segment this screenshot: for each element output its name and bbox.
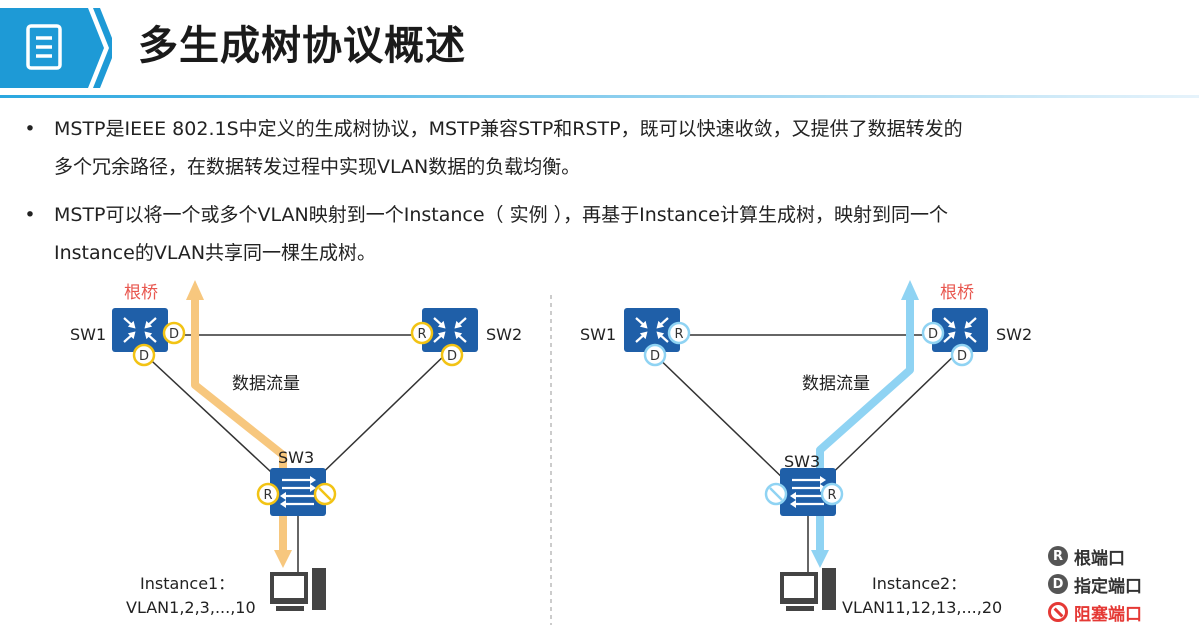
- designated-port-icon: D: [1048, 574, 1068, 594]
- legend-label: 阻塞端口: [1074, 604, 1142, 625]
- traffic-label: 数据流量: [802, 374, 870, 394]
- instance-label: Instance2：: [872, 574, 966, 593]
- legend-item: 阻塞端口: [1048, 598, 1142, 626]
- instance-label: Instance1：: [140, 574, 234, 593]
- document-list-icon: [0, 8, 112, 88]
- bullet-dot: •: [24, 118, 36, 140]
- bullet-line: MSTP可以将一个或多个VLAN映射到一个Instance（ 实例 ），再基于I…: [54, 204, 948, 226]
- legend-item: D 指定端口: [1048, 570, 1142, 598]
- bullet-list: • MSTP是IEEE 802.1S中定义的生成树协议，MSTP兼容STP和RS…: [20, 110, 1180, 282]
- right-traffic-arrow: [811, 280, 919, 568]
- switch-label: SW3: [278, 448, 314, 467]
- pc-icon: [780, 568, 836, 611]
- svg-text:D: D: [139, 349, 149, 364]
- link-sw2-sw3: [819, 349, 961, 486]
- switch-label: SW2: [996, 325, 1032, 344]
- svg-text:R: R: [827, 488, 836, 503]
- switch-label: SW1: [580, 325, 616, 344]
- vlan-list: VLAN11,12,13,...,20: [842, 598, 1002, 617]
- root-bridge-label: 根桥: [940, 283, 974, 303]
- root-port-badge: R: [410, 321, 434, 345]
- blocked-port-icon: [764, 482, 788, 506]
- bullet-line: 多个冗余路径，在数据转发过程中实现VLAN数据的负载均衡。: [54, 156, 581, 178]
- designated-port-badge: D: [132, 343, 156, 367]
- header-divider: [0, 95, 1199, 98]
- header: 多生成树协议概述: [0, 0, 1199, 100]
- switch-label: SW2: [486, 325, 522, 344]
- legend-item: R 根端口: [1048, 542, 1142, 570]
- bullet-line: MSTP是IEEE 802.1S中定义的生成树协议，MSTP兼容STP和RSTP…: [54, 118, 963, 140]
- blocked-port-icon: [313, 482, 337, 506]
- designated-port-badge: D: [921, 321, 945, 345]
- legend-label: 指定端口: [1074, 576, 1142, 597]
- root-bridge-label: 根桥: [124, 283, 158, 303]
- mstp-diagram: R D D D R 根桥 SW1 SW2 SW3 数据流量: [70, 280, 1032, 625]
- pc-icon: [270, 568, 326, 611]
- bullet-item: • MSTP是IEEE 802.1S中定义的生成树协议，MSTP兼容STP和RS…: [20, 110, 1180, 186]
- vlan-list: VLAN1,2,3,...,10: [126, 598, 256, 617]
- root-port-badge: R: [256, 482, 280, 506]
- link-sw1-sw3: [139, 349, 286, 486]
- legend: R 根端口 D 指定端口 阻塞端口: [1048, 542, 1142, 626]
- svg-text:D: D: [169, 327, 179, 342]
- svg-text:R: R: [417, 327, 426, 342]
- bullet-dot: •: [24, 204, 36, 226]
- switch-label: SW3: [784, 452, 820, 471]
- svg-text:D: D: [957, 349, 967, 364]
- bullet-item: • MSTP可以将一个或多个VLAN映射到一个Instance（ 实例 ），再基…: [20, 196, 1180, 272]
- root-port-badge: R: [667, 321, 691, 345]
- page-title: 多生成树协议概述: [138, 23, 466, 69]
- link-sw1-sw3: [649, 349, 791, 486]
- left-traffic-arrow: [186, 280, 292, 568]
- svg-text:D: D: [928, 327, 938, 342]
- left-topology: R D D D R 根桥 SW1 SW2 SW3 数据流量: [70, 280, 522, 617]
- svg-text:R: R: [263, 488, 272, 503]
- designated-port-badge: D: [950, 343, 974, 367]
- designated-port-badge: D: [440, 343, 464, 367]
- right-topology: R D D D R 根桥 SW1 SW2 SW3 数据流量: [580, 280, 1032, 617]
- svg-text:R: R: [674, 327, 683, 342]
- traffic-label: 数据流量: [232, 374, 300, 394]
- root-port-icon: R: [1048, 546, 1068, 566]
- legend-label: 根端口: [1074, 548, 1125, 569]
- designated-port-badge: D: [162, 321, 186, 345]
- svg-text:D: D: [650, 349, 660, 364]
- link-sw2-sw3: [309, 349, 451, 486]
- svg-text:D: D: [447, 349, 457, 364]
- switch-label: SW1: [70, 325, 106, 344]
- block-icon: [1048, 602, 1068, 622]
- root-port-badge: R: [820, 482, 844, 506]
- designated-port-badge: D: [643, 343, 667, 367]
- bullet-line: Instance的VLAN共享同一棵生成树。: [54, 242, 377, 264]
